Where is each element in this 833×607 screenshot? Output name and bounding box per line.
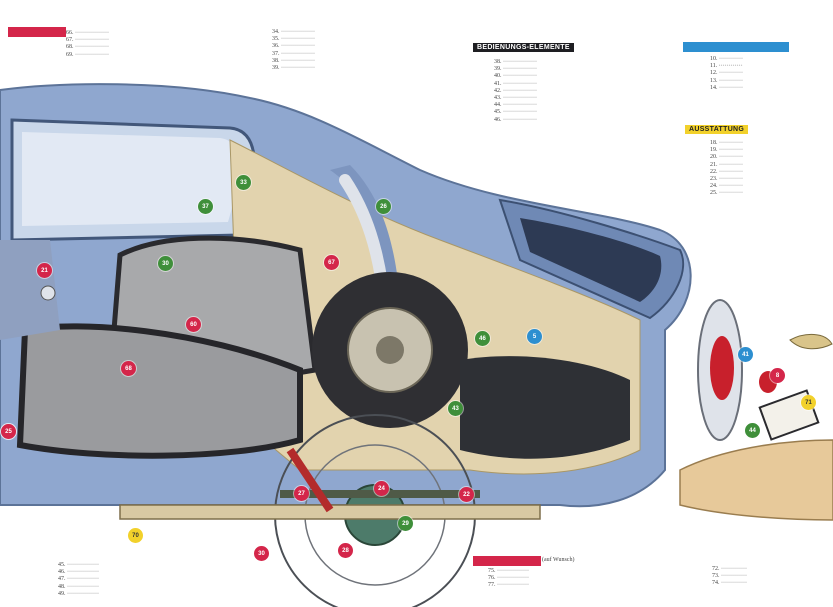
note-line: 46. ················· [494, 116, 537, 123]
callout-badge: 70 [128, 528, 143, 543]
note-line: 18. ············ [710, 140, 743, 146]
callout-badge: 22 [459, 487, 474, 502]
note-line: 39. ················· [272, 65, 315, 72]
note-line: 46. ················ [58, 569, 99, 576]
note-line: 45. ················· [494, 109, 537, 116]
engine-bay [460, 356, 630, 459]
note-line: 20. ············ [710, 154, 743, 161]
callout-badge: 30 [158, 256, 173, 271]
legend-bottom-red-suffix: (auf Wunsch) [542, 557, 575, 563]
callout-badge: 71 [801, 395, 816, 410]
notes-controls: 38. ················· 39. ··············… [494, 59, 664, 124]
callout-badge: 5 [527, 329, 542, 344]
note-line: 36. ················· [272, 43, 315, 50]
note-line: 48. ················ [58, 583, 99, 590]
note-line: 35. ················· [272, 36, 315, 43]
note-line: 49. ················ [58, 590, 99, 597]
notes-bottom-left: 45. ················ 46. ···············… [58, 562, 228, 598]
callout-badge: 44 [745, 423, 760, 438]
note-line: 12. ············ [710, 70, 743, 77]
callout-badge: 68 [121, 361, 136, 376]
note-line: 43. ················· [494, 95, 537, 102]
callout-badge: 29 [398, 516, 413, 531]
note-line: 72. ············· [712, 566, 747, 572]
callout-badge: 28 [338, 543, 353, 558]
exhaust-pipe [679, 439, 833, 521]
note-line: 40. ················· [494, 73, 537, 80]
notes-bottom-right: 72. ············· 73. ············· 74. … [712, 566, 830, 588]
notes-top-left: 66. ················· 67. ··············… [66, 30, 246, 59]
tail-lamp-red [710, 336, 734, 400]
side-window-glass [22, 132, 239, 226]
note-line: 21. ············ [710, 161, 743, 168]
note-line: 77. ················ [488, 582, 529, 589]
notes-top-right: 10. ············ 11. ············ 12. ··… [710, 56, 830, 92]
callout-badge: 33 [236, 175, 251, 190]
note-line: 68. ················· [66, 44, 109, 51]
note-line: 45. ················ [58, 562, 99, 568]
note-line: 42. ················· [494, 87, 537, 94]
rear-seat-cushion [16, 323, 303, 459]
note-line: 22. ············ [710, 168, 743, 175]
callout-badge: 8 [770, 368, 785, 383]
callout-badge: 26 [376, 199, 391, 214]
chrome-emblem [789, 334, 833, 350]
legend-header-red-bottom [473, 556, 541, 566]
note-line: 39. ················· [494, 66, 537, 73]
legend-header-red [8, 27, 66, 37]
callout-badge: 27 [294, 486, 309, 501]
callout-badge: 46 [475, 331, 490, 346]
note-line: 76. ················ [488, 575, 529, 582]
note-line: 23. ············ [710, 176, 743, 183]
note-line: 44. ················· [494, 102, 537, 109]
legend-header-equipment: AUSSTATTUNG [685, 125, 749, 134]
spare-hub [376, 336, 404, 364]
callout-badge: 60 [186, 317, 201, 332]
note-line: 11. ············ [710, 63, 743, 70]
note-line: 19. ············ [710, 147, 743, 154]
callout-badge: 21 [37, 263, 52, 278]
notes-equipment: 18. ············ 19. ············ 20. ··… [710, 140, 830, 198]
legend-header-controls: BEDIENUNGS-ELEMENTE [473, 43, 574, 52]
shock-absorber [286, 447, 334, 513]
callout-badge: 30 [254, 546, 269, 561]
note-line: 34. ················· [272, 29, 315, 35]
door-handle [40, 285, 56, 301]
callout-badge: 41 [738, 347, 753, 362]
legend-header-blue [683, 42, 789, 52]
note-line: 37. ················· [272, 50, 315, 57]
note-line: 67. ················· [66, 37, 109, 44]
note-line: 38. ················· [272, 57, 315, 64]
note-line: 10. ············ [710, 56, 743, 62]
callout-badge: 37 [198, 199, 213, 214]
note-line: 74. ············· [712, 580, 747, 587]
rear-lid-window [520, 218, 662, 302]
note-line: 47. ················ [58, 576, 99, 583]
note-line: 25. ············ [710, 190, 743, 197]
callout-badge: 24 [374, 481, 389, 496]
note-line: 69. ················· [66, 51, 109, 58]
note-line: 41. ················· [494, 80, 537, 87]
note-line: 38. ················· [494, 59, 537, 65]
note-line: 13. ············ [710, 77, 743, 84]
notes-bottom-middle: 75. ················ 76. ···············… [488, 568, 628, 590]
callout-badge: 43 [448, 401, 463, 416]
note-line: 73. ············· [712, 573, 747, 580]
callout-badge: 67 [324, 255, 339, 270]
notes-top-middle: 34. ················· 35. ··············… [272, 29, 442, 72]
note-line: 75. ················ [488, 568, 529, 574]
note-line: 66. ················· [66, 30, 109, 36]
note-line: 24. ············ [710, 183, 743, 190]
note-line: 14. ············ [710, 84, 743, 91]
callout-badge: 25 [1, 424, 16, 439]
